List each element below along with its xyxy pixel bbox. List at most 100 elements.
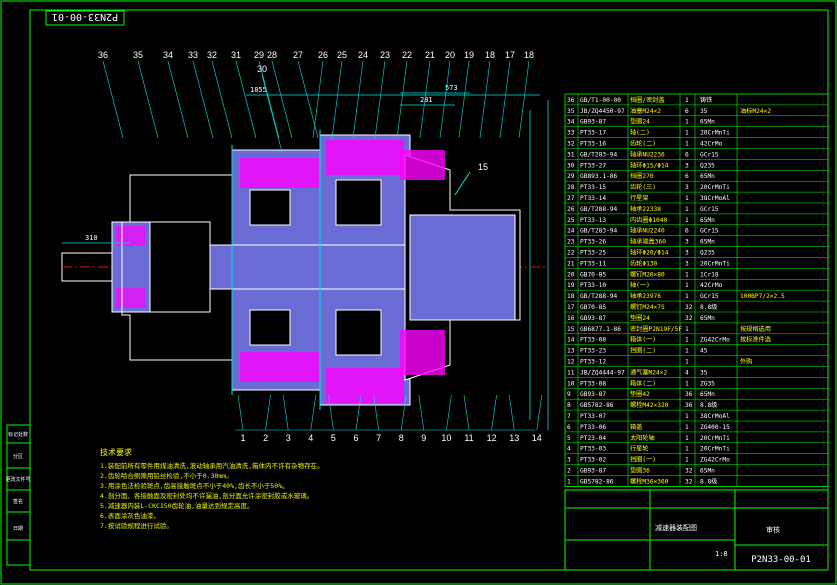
- bom-cell-qty: 6: [685, 151, 689, 158]
- bom-cell-qty: 1: [685, 293, 689, 300]
- callout-bottom-12: 12: [487, 433, 497, 443]
- side-label: 日期: [13, 526, 23, 532]
- callout-top-34: 34: [163, 50, 173, 60]
- callout-top-35: 35: [133, 50, 143, 60]
- bom-cell-code: JB/ZQ4450-97: [580, 108, 625, 115]
- bom-cell-code: PT33-13: [580, 217, 606, 224]
- bom-cell-no: 4: [567, 446, 571, 453]
- bom-cell-name: 垫圈24: [630, 314, 650, 322]
- bom-cell-mat: ZG42CrMo: [700, 457, 730, 464]
- bom-cell-qty: 1: [685, 380, 689, 387]
- bom-cell-no: 20: [567, 271, 575, 278]
- note-item: 7.按试验规程进行试验。: [100, 521, 173, 530]
- callout-bottom-3: 3: [286, 433, 291, 443]
- bom-cell-no: 8: [567, 402, 571, 409]
- bom-cell-mat: 8.8级: [700, 303, 717, 311]
- bom-cell-code: GB/T288-94: [580, 293, 618, 300]
- bom-cell-mat: 35: [700, 369, 708, 376]
- callout-bottom-8: 8: [399, 433, 404, 443]
- callout-top-28: 28: [267, 50, 277, 60]
- left-inner-shaft: [149, 221, 211, 313]
- bom-cell-name: 螺钉M24×75: [630, 303, 665, 311]
- bom-cell-code: PT33-02: [580, 457, 606, 464]
- bom-cell-code: PT33-12: [580, 359, 606, 366]
- bom-cell-no: 30: [567, 162, 575, 169]
- callout-leader: [167, 60, 189, 139]
- bom-cell-qty: 1: [685, 348, 689, 355]
- bom-cell-mat: 8.8级: [700, 401, 717, 409]
- bom-cell-mat: 45: [700, 348, 708, 355]
- callout-bottom-10: 10: [441, 433, 451, 443]
- bom-cell-code: PT33-08: [580, 337, 606, 344]
- bom-cell-code: PT23-04: [580, 435, 606, 442]
- bom-cell-mat: 38CrMoAl: [700, 195, 730, 202]
- bom-cell-qty: 1: [685, 457, 689, 464]
- technical-notes: 技术要求 1.装配前所有零件用煤油清洗,滚动轴承用汽油清洗,箱体内不许有杂物存在…: [100, 447, 324, 530]
- callout-leader: [458, 60, 470, 139]
- bom-cell-no: 19: [567, 282, 575, 289]
- callout-leader: [237, 394, 244, 431]
- dim-overall-top: 1855: [250, 86, 267, 94]
- bom-cell-name: 轴承NU2240: [630, 227, 665, 235]
- bom-cell-qty: 1: [685, 435, 689, 442]
- title-block-code: P2N33-00-01: [751, 555, 811, 565]
- bom-cell-mat: 42CrMo: [700, 282, 723, 289]
- note-item: 4.剖分面、各接触面及密封处均不许漏油,剖分面允许涂密封胶或水玻璃。: [100, 491, 313, 500]
- bom-cell-no: 5: [567, 435, 571, 442]
- callout-top-24: 24: [358, 50, 368, 60]
- bom-cell-name: 轴承端盖360: [630, 238, 666, 246]
- bom-cell-mat: 1Cr18: [700, 271, 719, 278]
- callout-leader: [499, 60, 511, 139]
- note-item: 3.用涂色法检验斑点,齿高接触斑点不小于40%,齿长不小于50%。: [100, 481, 289, 490]
- bom-cell-name: 行星轮: [630, 445, 649, 453]
- bom-cell-name: 箱体(一): [630, 336, 656, 344]
- bom-cell-qty: 1: [685, 217, 689, 224]
- bom-cell-mat: 20CrMnTi: [700, 260, 730, 267]
- bom-cell-no: 16: [567, 315, 575, 322]
- bom-cell-note: 100BP7/2×2.5: [740, 293, 785, 300]
- callout-top-20: 20: [445, 50, 455, 60]
- bom-cell-code: PT33-03: [580, 446, 606, 453]
- callout-leader: [491, 394, 497, 431]
- bom-cell-code: GB/T283-94: [580, 228, 618, 235]
- left-bearing-top: [116, 226, 146, 246]
- bom-cell-qty: 1: [685, 141, 689, 148]
- bom-cell-name: 内齿圈Φ1040: [630, 216, 667, 224]
- bom-cell-mat: Q235: [700, 250, 715, 257]
- callout-bottom-6: 6: [353, 433, 358, 443]
- callout-bottom-11: 11: [464, 433, 473, 443]
- bom-cell-no: 10: [567, 380, 575, 387]
- callout-bottom-5: 5: [331, 433, 336, 443]
- note-item: 2.齿轮啮合侧隙用铅丝检验,不小于0.30mm。: [100, 471, 233, 480]
- bom-cell-name: 垫圈42: [630, 390, 650, 398]
- bom-cell-name: 箱盖: [630, 423, 642, 431]
- bom-cell-mat: GCr15: [700, 206, 719, 213]
- bom-cell-qty: 6: [685, 173, 689, 180]
- callout-leader: [331, 60, 343, 139]
- bom-cell-qty: 1: [685, 97, 689, 104]
- bom-cell-mat: ZG42CrMo: [700, 337, 730, 344]
- bom-cell-qty: 3: [685, 162, 689, 169]
- bom-cell-code: GB93-87: [580, 315, 606, 322]
- bom-cell-no: 24: [567, 228, 575, 235]
- callout-bottom-1: 1: [240, 433, 245, 443]
- bom-cell-code: PT33-08: [580, 380, 606, 387]
